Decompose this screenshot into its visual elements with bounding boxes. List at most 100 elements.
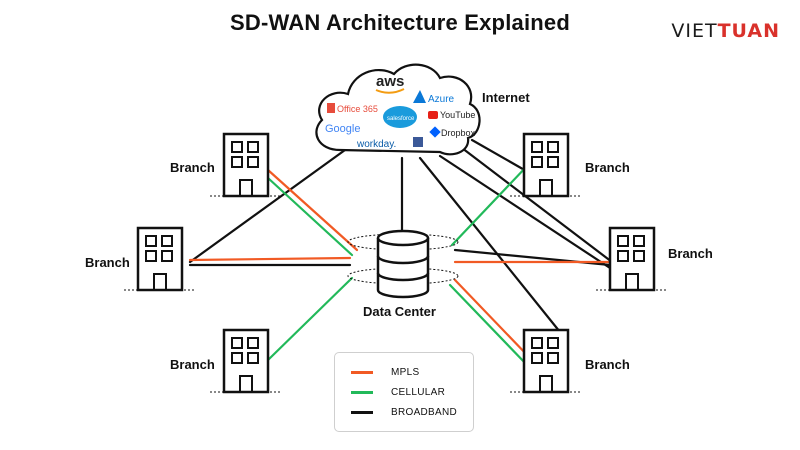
broadband-link-cloud-right-branch-2 — [438, 154, 612, 270]
datacenter-cylinder-top — [376, 229, 430, 247]
facebook-icon — [413, 137, 423, 147]
branch-building-body — [522, 132, 570, 198]
data-center-label: Data Center — [363, 304, 436, 319]
brand-logo: VIETTUAN — [671, 20, 780, 42]
branch-window-2 — [161, 235, 173, 247]
branch-label-left: Branch — [85, 255, 130, 270]
legend-label-cellular: CELLULAR — [391, 386, 446, 398]
branch-window-4 — [247, 352, 259, 364]
legend-swatch-mpls — [351, 370, 373, 374]
broadband-link-cloud-left-branch — [188, 148, 347, 264]
salesforce-logo: salesforce — [387, 116, 415, 122]
branch-building-body — [522, 328, 570, 394]
branch-window-1 — [231, 141, 243, 153]
internet-cloud: aws Azure Office 365 salesforce YouTube … — [315, 63, 481, 156]
branch-window-2 — [247, 141, 259, 153]
branch-window-3 — [617, 250, 629, 262]
azure-icon — [413, 90, 426, 103]
workday-logo: workday. — [356, 139, 396, 150]
branch-window-4 — [247, 156, 259, 168]
branch-window-2 — [247, 337, 259, 349]
branch-window-3 — [531, 352, 543, 364]
branch-door — [539, 375, 553, 392]
mpls-link-topleft-branch — [266, 168, 359, 252]
youtube-logo: YouTube — [440, 110, 475, 120]
page-title: SD-WAN Architecture Explained — [230, 10, 570, 35]
branch-building-body — [136, 226, 184, 292]
branch-window-2 — [633, 235, 645, 247]
datacenter-disk-line-2 — [376, 272, 430, 282]
legend-swatch-cellular — [351, 390, 373, 394]
data-center-icon — [347, 229, 459, 299]
branch-window-3 — [145, 250, 157, 262]
connection-lines — [188, 138, 614, 368]
internet-label: Internet — [482, 90, 530, 105]
cellular-link-topleft-branch — [266, 176, 354, 257]
branch-building-body — [222, 328, 270, 394]
broadband-link-cloud-bottomright-branch — [418, 156, 562, 334]
office365-icon — [327, 103, 335, 113]
brand-logo-part1: VIET — [671, 20, 718, 42]
branch-window-4 — [161, 250, 173, 262]
branch-window-2 — [547, 141, 559, 153]
aws-logo: aws — [376, 73, 404, 90]
azure-logo: Azure — [428, 94, 455, 105]
cellular-link-bottomright-branch — [448, 283, 530, 368]
datacenter-disk-line-1 — [376, 255, 430, 265]
branch-label-top-right: Branch — [585, 160, 630, 175]
office365-logo: Office 365 — [337, 104, 378, 114]
mpls-link-left-branch — [188, 256, 352, 262]
branch-window-4 — [547, 352, 559, 364]
branch-window-3 — [231, 156, 243, 168]
brand-logo-part2: TUAN — [717, 20, 780, 42]
legend-label-broadband: BROADBAND — [391, 406, 458, 418]
branch-buildings — [124, 132, 668, 394]
youtube-icon — [428, 111, 438, 119]
branch-building-icon-bottom-right — [510, 328, 582, 394]
broadband-link-cloud-right-branch — [460, 146, 614, 264]
branch-building-icon-left — [124, 226, 196, 292]
legend-item-broadband: BROADBAND — [351, 405, 457, 419]
mpls-link-bottomright-branch — [453, 278, 532, 360]
branch-door — [539, 179, 553, 196]
branch-window-1 — [617, 235, 629, 247]
branch-window-4 — [633, 250, 645, 262]
legend-item-cellular: CELLULAR — [351, 385, 445, 399]
branch-window-1 — [231, 337, 243, 349]
branch-window-1 — [145, 235, 157, 247]
branch-window-1 — [531, 337, 543, 349]
dropbox-logo: Dropbox — [441, 128, 476, 138]
branch-window-4 — [547, 156, 559, 168]
datacenter-cylinder — [376, 238, 430, 299]
branch-label-bottom-right: Branch — [585, 357, 630, 372]
branch-door — [153, 273, 167, 290]
branch-label-top-left: Branch — [170, 160, 215, 175]
branch-building-icon-right — [596, 226, 668, 292]
broadband-link-cloud-topright-branch — [470, 138, 530, 174]
branch-door — [625, 273, 639, 290]
branch-window-3 — [231, 352, 243, 364]
branch-building-icon-bottom-left — [210, 328, 282, 394]
legend: MPLS CELLULAR BROADBAND — [334, 352, 474, 432]
branch-building-body — [222, 132, 270, 198]
cellular-link-topright-branch — [450, 163, 530, 247]
branch-label-right: Branch — [668, 246, 713, 261]
branch-building-icon-top-left — [210, 132, 282, 198]
branch-building-icon-top-right — [510, 132, 582, 198]
aws-smile-icon — [375, 88, 405, 94]
legend-item-mpls: MPLS — [351, 365, 419, 379]
branch-door — [239, 375, 253, 392]
google-logo: Google — [325, 123, 360, 135]
branch-door — [239, 179, 253, 196]
salesforce-logo-shape — [383, 106, 417, 128]
cellular-link-bottomleft-branch — [266, 276, 354, 362]
branch-building-body — [608, 226, 656, 292]
branch-window-1 — [531, 141, 543, 153]
branch-window-2 — [547, 337, 559, 349]
branch-window-3 — [531, 156, 543, 168]
legend-label-mpls: MPLS — [391, 366, 420, 378]
legend-swatch-broadband — [351, 410, 373, 414]
branch-label-bottom-left: Branch — [170, 357, 215, 372]
